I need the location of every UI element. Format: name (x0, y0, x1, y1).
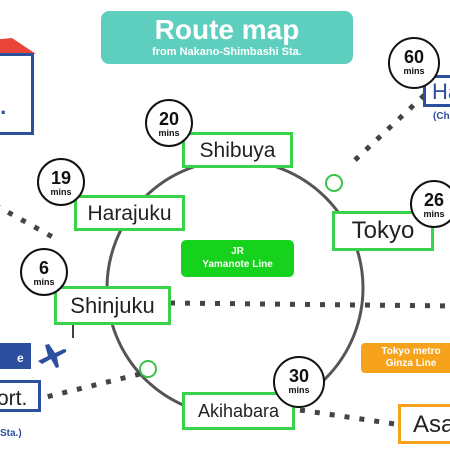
badge-unit: mins (158, 128, 180, 138)
ginza-label-line2: Ginza Line (385, 358, 437, 369)
hotel-label: l. (0, 94, 7, 119)
badge-unit: mins (403, 66, 425, 76)
track-to-top-right (353, 86, 434, 162)
badge-unit: mins (288, 385, 310, 395)
time-badge-tokyo: 26 mins (410, 180, 450, 228)
badge-minutes: 19 (50, 168, 72, 188)
badge-minutes: 20 (158, 109, 180, 129)
ginza-line-label: Tokyo metro Ginza Line (361, 343, 450, 373)
title-panel: Route map from Nakano-Shimbashi Sta. (101, 11, 353, 64)
badge-minutes: 30 (288, 366, 310, 386)
station-top-right[interactable]: Ha (423, 75, 450, 107)
station-airport-label: ort. (0, 387, 28, 410)
station-akihabara[interactable]: Akihabara (182, 392, 295, 430)
time-badge-akihabara: 30 mins (273, 356, 325, 408)
station-top-right-label: Ha (432, 79, 450, 104)
jr-label-line2: Yamanote Line (202, 259, 273, 270)
left-small-box-label: e (17, 351, 24, 365)
station-airport-note: Sta.) (0, 428, 22, 439)
station-shinjuku[interactable]: Shinjuku (54, 286, 171, 325)
left-small-box: e (0, 343, 31, 369)
badge-minutes: 60 (403, 47, 425, 67)
badge-unit: mins (423, 209, 445, 219)
jr-label-line1: JR (231, 246, 244, 257)
badge-unit: mins (50, 187, 72, 197)
house-roof-icon (0, 38, 36, 54)
track-horizontal (169, 300, 450, 309)
station-top-right-note: (Ch (433, 111, 450, 122)
time-badge-top-right: 60 mins (388, 37, 440, 89)
badge-minutes: 6 (38, 258, 49, 278)
ginza-label-line1: Tokyo metro (381, 346, 441, 357)
page-subtitle: from Nakano-Shimbashi Sta. (152, 46, 302, 58)
badge-unit: mins (33, 277, 55, 287)
station-airport[interactable]: ort. (0, 380, 41, 412)
time-badge-shibuya: 20 mins (145, 99, 193, 147)
transfer-node-akihabara (139, 360, 157, 378)
time-badge-shinjuku: 6 mins (20, 248, 68, 296)
badge-minutes: 26 (423, 190, 445, 210)
page-title: Route map (154, 14, 300, 45)
airplane-icon (38, 344, 67, 368)
track-to-asakusa (299, 407, 396, 427)
station-bottom-right[interactable]: Asa (398, 404, 450, 444)
station-harajuku[interactable]: Harajuku (74, 195, 185, 231)
jr-yamanote-label: JR Yamanote Line (181, 240, 294, 277)
transfer-node-tokyo (325, 174, 343, 192)
track-to-top-left (0, 204, 60, 243)
station-shibuya[interactable]: Shibuya (182, 132, 293, 168)
time-badge-harajuku: 19 mins (37, 158, 85, 206)
station-bottom-right-label: Asa (413, 411, 450, 438)
track-to-airport (41, 371, 141, 401)
hotel-box: l. (0, 53, 34, 135)
